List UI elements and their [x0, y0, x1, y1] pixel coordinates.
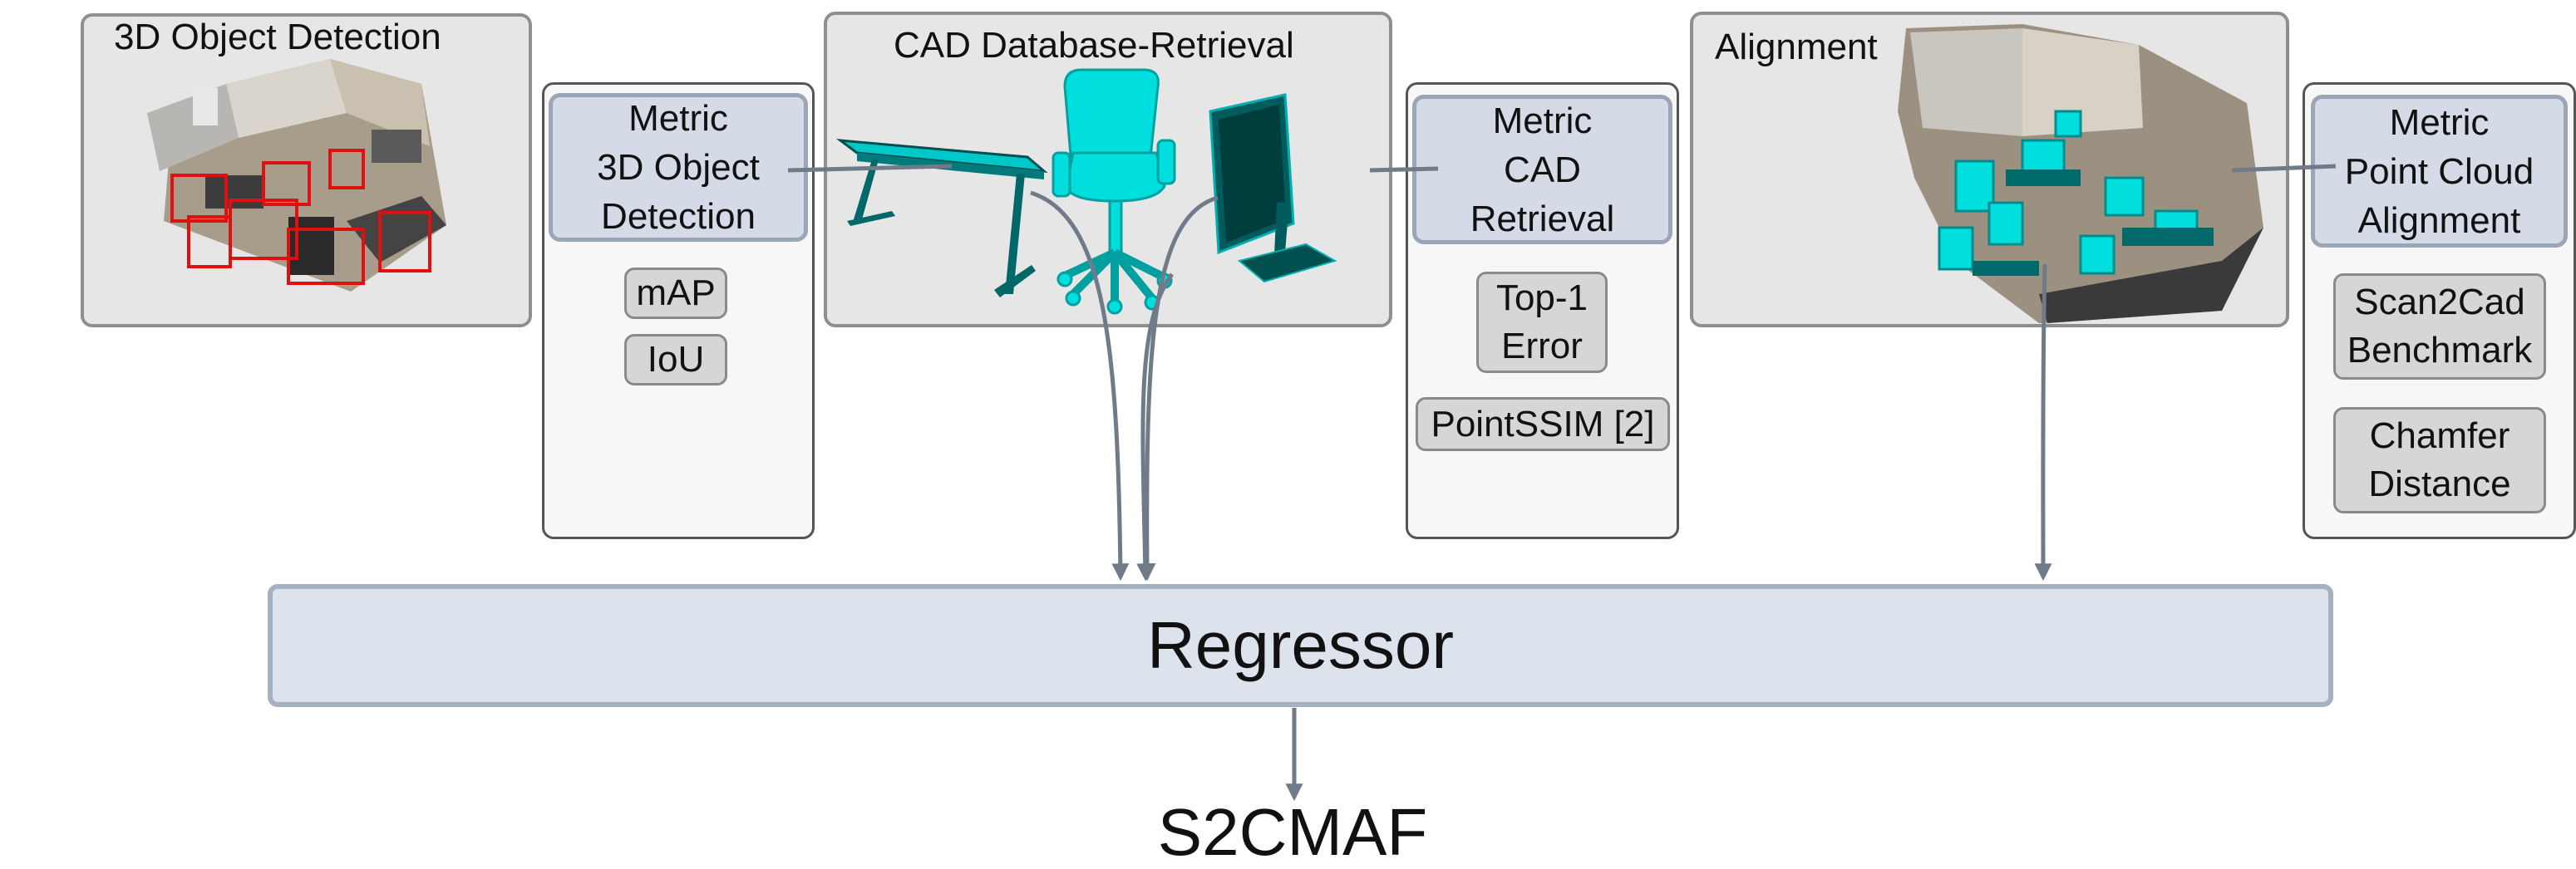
chamfer-distance-metric-chip: Chamfer Distance: [2333, 407, 2546, 513]
top1-error-line-1: Top-1: [1495, 277, 1588, 318]
alignment-metric-header-line-1: Metric: [2389, 101, 2490, 143]
connector-retrieval-metric: [1369, 166, 1439, 173]
pointssim-metric-label: PointSSIM [2]: [1431, 403, 1655, 444]
chamfer-distance-line-1: Chamfer: [2369, 415, 2510, 456]
detection-panel-title: 3D Object Detection: [114, 17, 441, 57]
detection-panel: 3D Object Detection: [81, 13, 532, 327]
retrieval-panel-title: CAD Database-Retrieval: [894, 25, 1294, 66]
arrow-detection-to-regressor: [1030, 190, 1130, 582]
regressor-label: Regressor: [1146, 608, 1455, 682]
arrow-alignment-to-regressor: [2034, 263, 2052, 582]
detection-metric-header: Metric 3D Object Detection: [549, 93, 808, 242]
arrow-retrieval-to-regressor: [1138, 195, 1219, 582]
detection-metric-header-line-3: Detection: [601, 196, 756, 237]
alignment-panel-title: Alignment: [1715, 27, 1878, 67]
connector-alignment-metric: [2231, 164, 2337, 173]
retrieval-metric-header-line-3: Retrieval: [1470, 198, 1615, 239]
iou-metric-label: IoU: [647, 339, 705, 380]
retrieval-metric-header-line-2: CAD: [1504, 149, 1581, 190]
chamfer-distance-line-2: Distance: [2368, 464, 2511, 504]
detection-metric-header-line-1: Metric: [628, 98, 728, 139]
map-metric-chip: mAP: [624, 268, 727, 319]
alignment-metric-header-line-3: Alignment: [2357, 199, 2521, 241]
connector-detection-metric: [787, 164, 953, 173]
retrieval-metric-header: Metric CAD Retrieval: [1412, 95, 1672, 244]
regressor-box: Regressor: [268, 584, 2333, 707]
detection-metric-header-line-2: 3D Object: [597, 147, 760, 188]
top1-error-metric-chip: Top-1 Error: [1476, 272, 1608, 373]
retrieval-panel: CAD Database-Retrieval: [824, 12, 1392, 327]
map-metric-label: mAP: [636, 272, 716, 313]
cad-monitor-model: [1209, 93, 1337, 283]
scan2cad-benchmark-metric-chip: Scan2Cad Benchmark: [2333, 273, 2546, 380]
alignment-metric-header-line-2: Point Cloud: [2344, 150, 2534, 192]
aligned-scan-image: [1898, 24, 2263, 323]
output-label: S2CMAF: [1157, 795, 1428, 869]
alignment-panel: Alignment: [1690, 12, 2289, 327]
iou-metric-chip: IoU: [624, 334, 727, 385]
scan2cad-benchmark-line-2: Benchmark: [2347, 330, 2533, 371]
retrieval-metric-header-line-1: Metric: [1492, 100, 1593, 141]
top1-error-line-2: Error: [1501, 326, 1583, 366]
pointssim-metric-chip: PointSSIM [2]: [1416, 397, 1670, 451]
alignment-metric-header: Metric Point Cloud Alignment: [2311, 95, 2568, 248]
scan2cad-benchmark-line-1: Scan2Cad: [2354, 282, 2525, 322]
scan-with-bounding-boxes-image: [147, 59, 446, 292]
cad-models-image: [835, 68, 1337, 315]
